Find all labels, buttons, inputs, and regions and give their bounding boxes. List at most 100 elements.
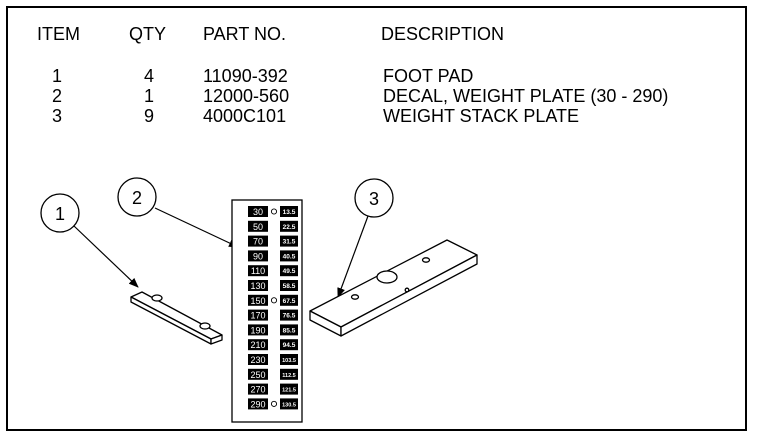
- decal-row: 270 121.5: [248, 383, 298, 395]
- callout-2-label: 2: [132, 188, 142, 208]
- row-2-desc: DECAL, WEIGHT PLATE (30 - 290): [383, 86, 669, 106]
- decal-kg-label: 22.5: [283, 224, 296, 231]
- decal-kg-label: 94.5: [283, 342, 296, 349]
- decal-row: 250 112.5: [248, 368, 298, 380]
- decal-kg-box: [280, 398, 298, 410]
- decal-kg-box: [280, 339, 298, 351]
- row-1-part: 11090-392: [203, 66, 288, 86]
- callout-2: 2: [117, 177, 157, 217]
- decal-kg-box: [280, 383, 298, 395]
- drawing-frame: [6, 6, 747, 431]
- decal-kg-label: 85.5: [283, 327, 296, 334]
- decal-lb-label: 90: [253, 251, 263, 261]
- row-3-qty: 9: [144, 106, 155, 126]
- decal-lb-label: 30: [253, 207, 263, 217]
- leader-line-1: [73, 225, 139, 288]
- decal-kg-box: [280, 368, 298, 380]
- decal-lb-label: 50: [253, 222, 263, 232]
- leader-line-2: [154, 207, 239, 248]
- decal-lb-box: [248, 250, 268, 262]
- decal-lb-box: [248, 235, 268, 247]
- decal-lb-box: [248, 309, 268, 321]
- decal-lb-box: [248, 354, 268, 365]
- decal-row: 110 49.5: [248, 265, 298, 277]
- decal-lb-box: [248, 294, 268, 306]
- decal-lb-box: [248, 368, 268, 380]
- decal-kg-label: 103.5: [282, 358, 296, 364]
- row-2-item: 2: [52, 86, 63, 106]
- header-item: ITEM: [37, 24, 80, 44]
- decal-row: 90 40.5: [248, 250, 298, 262]
- decal-lb-box: [248, 265, 268, 277]
- leader-line-3: [337, 215, 369, 298]
- decal-pin-hole: [270, 297, 278, 304]
- decal-kg-label: 121.5: [282, 388, 296, 394]
- decal-lb-box: [248, 383, 268, 395]
- decal-lb-label: 210: [250, 340, 265, 350]
- decal-row: 150 67.5: [248, 294, 298, 306]
- decal-lb-label: 290: [250, 399, 265, 409]
- foot-pad: [130, 291, 223, 345]
- decal-lb-box: [248, 220, 268, 232]
- decal-lb-box: [248, 280, 268, 291]
- decal-pin-hole: [270, 400, 278, 407]
- header-description: DESCRIPTION: [381, 24, 505, 44]
- decal-kg-label: 13.5: [283, 209, 296, 216]
- header-qty: QTY: [129, 24, 167, 44]
- decal-lb-label: 250: [250, 370, 265, 380]
- decal-kg-label: 40.5: [283, 253, 296, 260]
- decal-lb-label: 110: [251, 266, 265, 276]
- decal-lb-box: [248, 324, 268, 336]
- decal-kg-box: [280, 206, 298, 217]
- decal-lb-label: 70: [253, 237, 263, 247]
- decal-lb-box: [248, 339, 268, 351]
- decal-kg-box: [280, 294, 298, 306]
- decal-row: 230 103.5: [248, 354, 298, 365]
- decal-lb-box: [248, 206, 268, 217]
- row-1-desc: FOOT PAD: [383, 66, 474, 86]
- callout-1-label: 1: [55, 204, 65, 224]
- callout-1: 1: [40, 193, 80, 233]
- decal-row: 210 94.5: [248, 339, 298, 351]
- decal-kg-box: [280, 354, 298, 365]
- decal-lb-label: 230: [250, 355, 265, 365]
- callout-3: 3: [354, 178, 394, 218]
- header-part-no: PART NO.: [203, 24, 287, 44]
- decal-kg-box: [280, 265, 298, 277]
- row-3-item: 3: [52, 106, 63, 126]
- row-2-part: 12000-560: [203, 86, 290, 106]
- weight-stack-plate: [309, 239, 478, 337]
- decal-kg-label: 130.5: [282, 402, 296, 408]
- decal-kg-box: [280, 235, 298, 247]
- decal-kg-label: 49.5: [283, 268, 296, 275]
- decal-row: 50 22.5: [248, 220, 298, 232]
- decal-kg-box: [280, 280, 298, 291]
- decal-lb-label: 270: [250, 385, 265, 395]
- decal-lb-box: [248, 398, 268, 410]
- row-1-qty: 4: [144, 66, 155, 86]
- decal-kg-label: 58.5: [283, 283, 296, 290]
- decal-kg-box: [280, 220, 298, 232]
- callout-3-label: 3: [369, 189, 379, 209]
- decal-row: 290 130.5: [248, 398, 298, 410]
- decal-kg-label: 31.5: [283, 239, 296, 246]
- decal-lb-label: 190: [250, 325, 265, 335]
- decal-row: 70 31.5: [248, 235, 298, 247]
- row-3-desc: WEIGHT STACK PLATE: [383, 106, 580, 126]
- decal-kg-box: [280, 250, 298, 262]
- decal-kg-box: [280, 309, 298, 321]
- decal-pin-hole: [270, 208, 278, 215]
- decal-kg-label: 76.5: [283, 313, 296, 320]
- row-3-part: 4000C101: [203, 106, 287, 126]
- decal-kg-label: 112.5: [282, 373, 295, 379]
- row-2-qty: 1: [144, 86, 155, 106]
- decal-row: 190 85.5: [248, 324, 298, 336]
- decal-kg-box: [280, 324, 298, 336]
- row-1-item: 1: [52, 66, 63, 86]
- decal-lb-label: 150: [250, 296, 265, 306]
- decal-kg-label: 67.5: [283, 298, 296, 305]
